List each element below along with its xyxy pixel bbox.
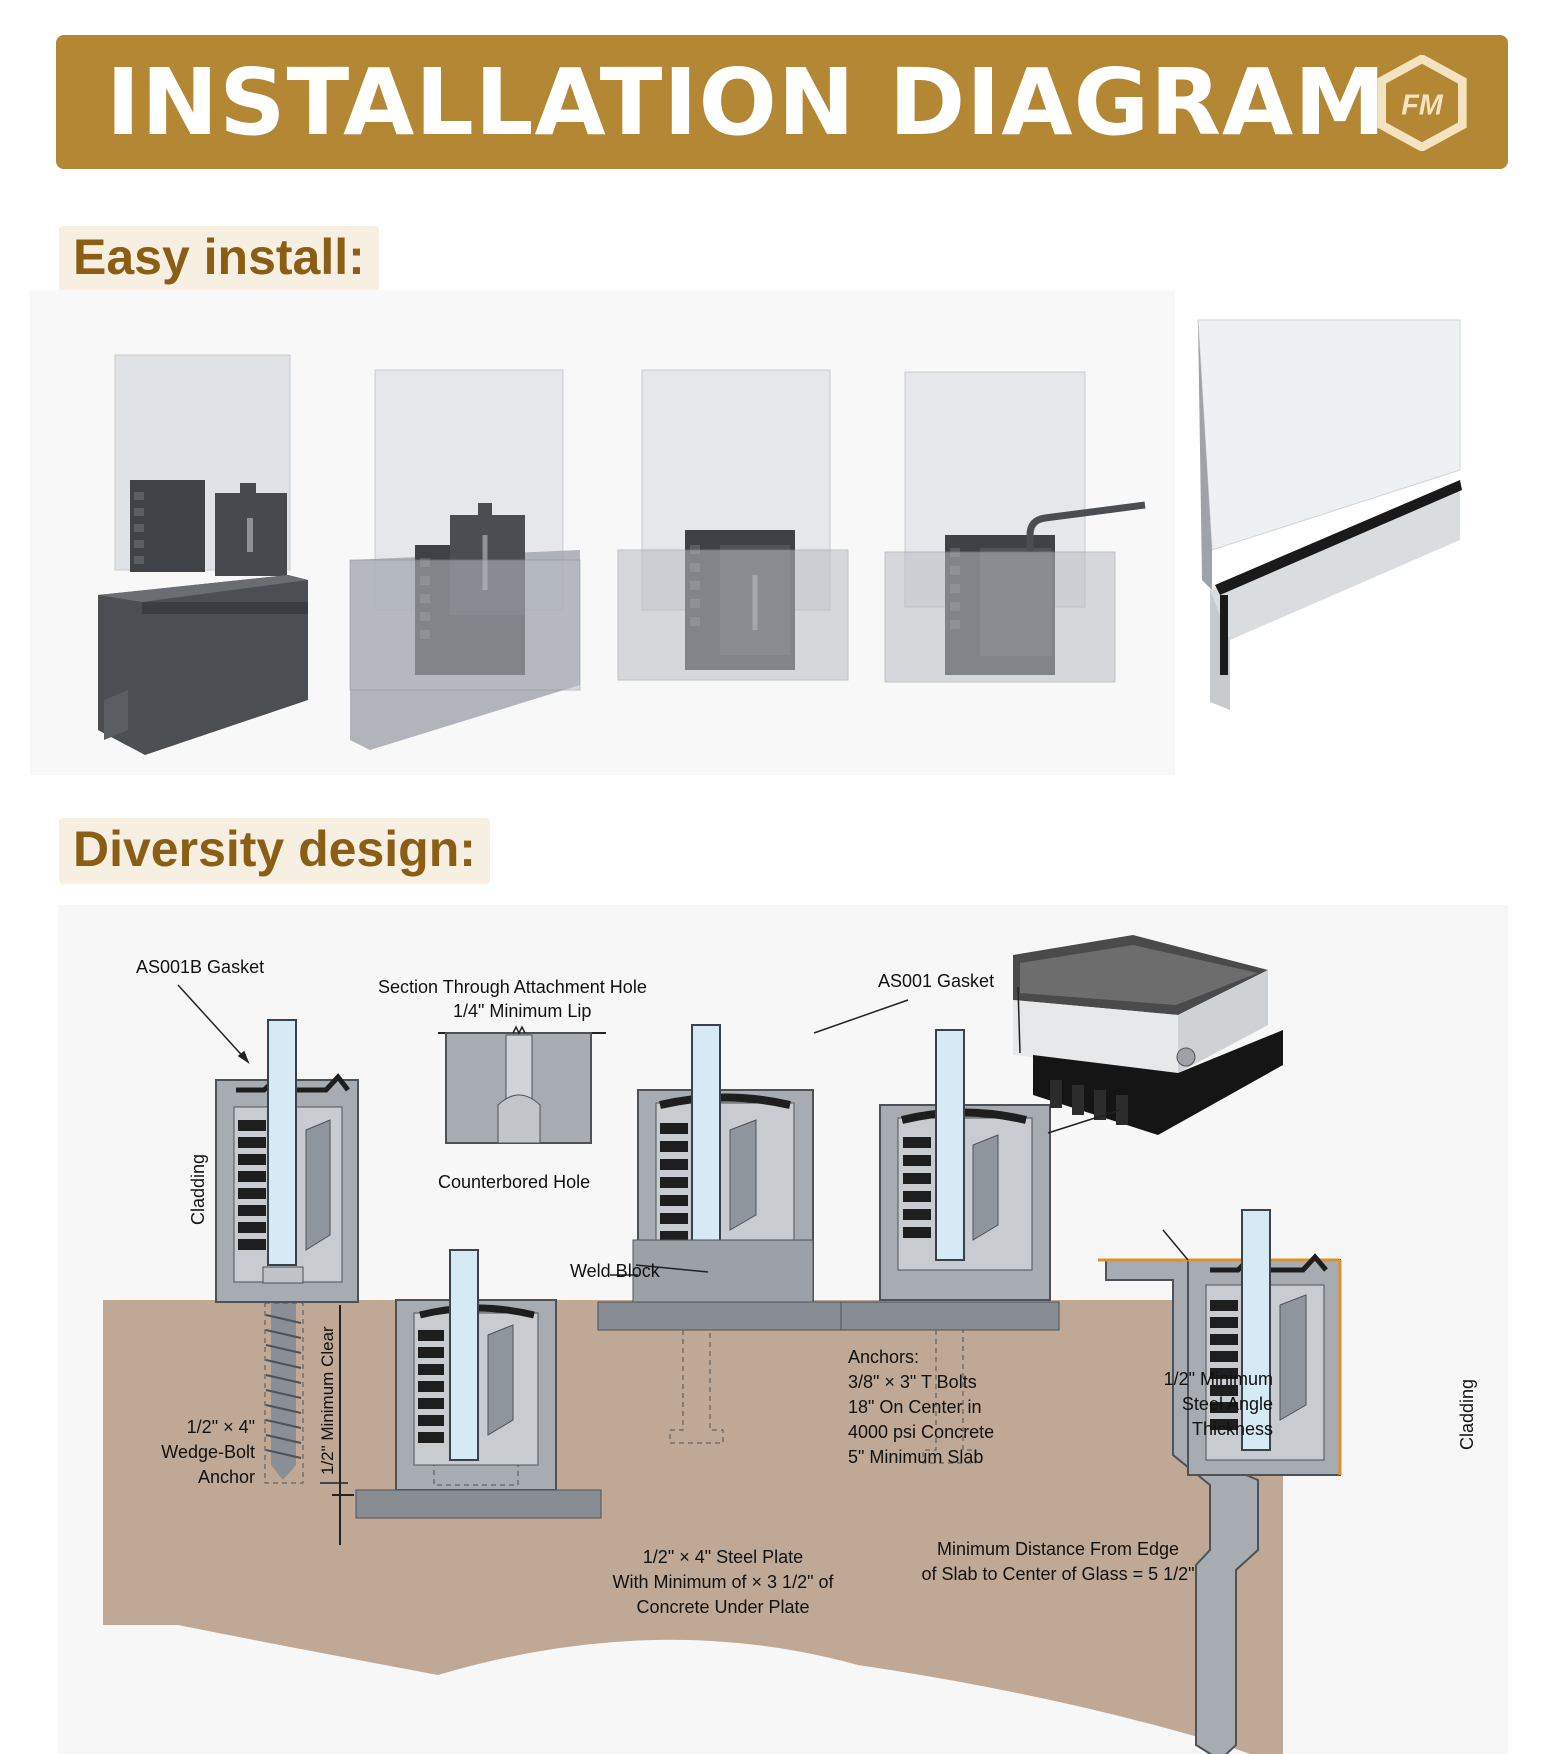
install-step-2 (349, 369, 581, 750)
svg-text:FM: FM (1401, 90, 1444, 122)
label-as001-gasket: AS001 Gasket (878, 971, 994, 991)
label-anchors-2: 3/8" × 3" T Bolts (848, 1372, 977, 1392)
label-min-distance-2: of Slab to Center of Glass = 5 1/2" (921, 1564, 1194, 1584)
label-steel-plate-1: 1/2" × 4" Steel Plate (643, 1547, 803, 1567)
shoe-unit-a (215, 1019, 359, 1545)
label-as001b-gasket: AS001B Gasket (136, 957, 264, 977)
label-minimum-clear: 1/2" Minimum Clear (318, 1326, 337, 1475)
label-cladding-left: Cladding (188, 1154, 208, 1225)
label-counterbored-hole: Counterbored Hole (438, 1172, 590, 1192)
label-wedge-bolt-3: Anchor (198, 1467, 255, 1487)
fm-logo-icon: FM (1377, 55, 1467, 151)
label-wedge-bolt-1: 1/2" × 4" (187, 1417, 255, 1437)
label-minimum-lip: 1/4" Minimum Lip (453, 1001, 591, 1021)
install-step-4 (884, 371, 1146, 683)
label-cladding-right: Cladding (1457, 1379, 1477, 1450)
label-steel-plate-2: With Minimum of × 3 1/2" of (613, 1572, 835, 1592)
install-step-1 (98, 354, 308, 755)
leader-lines (177, 984, 1189, 1276)
label-steel-angle-3: Thickness (1192, 1419, 1273, 1439)
install-step-3 (617, 369, 849, 681)
easy-install-steps (30, 290, 1462, 775)
label-anchors-5: 5" Minimum Slab (848, 1447, 983, 1467)
shoe-unit-b (355, 1249, 602, 1519)
diversity-design-diagram: AS001B Gasket Section Through Attachment… (58, 905, 1508, 1754)
page-title: INSTALLATION DIAGRAM (106, 49, 1387, 156)
label-steel-plate-3: Concrete Under Plate (636, 1597, 809, 1617)
label-anchors-1: Anchors: (848, 1347, 919, 1367)
header-banner: INSTALLATION DIAGRAM FM (56, 35, 1508, 169)
section-attachment-hole (438, 1025, 606, 1144)
label-anchors-3: 18" On Center in (848, 1397, 981, 1417)
label-steel-angle-2: Steel Angle (1182, 1394, 1273, 1414)
shoe-unit-d (840, 1029, 1060, 1464)
label-min-distance-1: Minimum Distance From Edge (937, 1539, 1179, 1559)
label-weld-block: Weld Block (570, 1261, 661, 1281)
shoe-unit-c (597, 1024, 854, 1444)
label-anchors-4: 4000 psi Concrete (848, 1422, 994, 1442)
label-section-through: Section Through Attachment Hole (378, 977, 647, 997)
section-label-diversity-design: Diversity design: (59, 818, 490, 884)
install-step-5 (1197, 319, 1462, 710)
section-label-easy-install: Easy install: (59, 226, 379, 292)
label-wedge-bolt-2: Wedge-Bolt (161, 1442, 255, 1462)
gasket-product-image (1013, 935, 1283, 1135)
label-steel-angle-1: 1/2" Minimum (1164, 1369, 1273, 1389)
shoe-unit-e (1098, 1209, 1342, 1754)
